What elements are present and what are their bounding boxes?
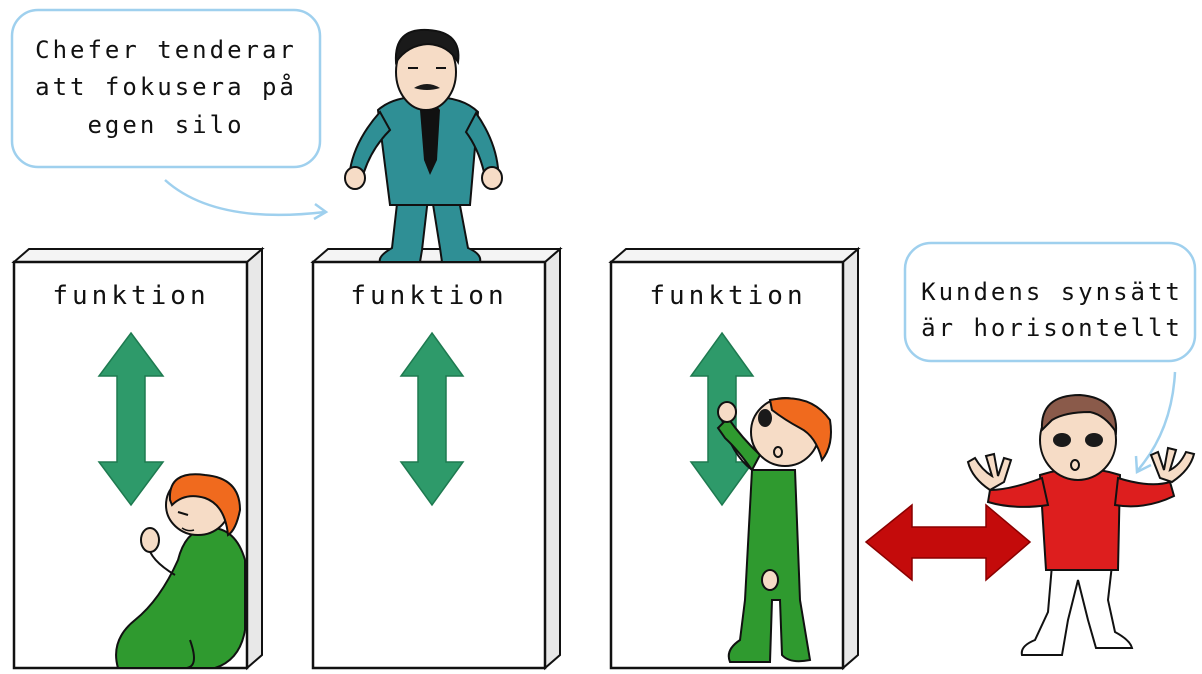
employee-sitting [115,473,246,669]
customer-figure [966,393,1196,656]
employee-standing [716,397,832,663]
manager-speech-bubble: Chefer tenderar att fokusera på egen sil… [10,8,329,221]
customer-bubble-pointer [1137,371,1177,471]
silo-3-label: funktion [649,281,806,311]
manager-bubble-line-1: Chefer tenderar [35,36,297,64]
customer-bubble-line-2: är horisontellt [921,314,1183,342]
customer-speech-bubble: Kundens synsätt är horisontellt [903,241,1197,474]
silo-2-label: funktion [350,281,507,311]
vertical-arrow-icon [399,331,465,507]
manager-bubble-line-2: att fokusera på [35,72,297,101]
manager-bubble-pointer [164,179,326,217]
manager-figure [344,28,503,263]
silo-2: funktion [310,246,563,671]
horizontal-arrow-icon [864,503,1032,582]
customer-bubble-line-1: Kundens synsätt [921,278,1183,306]
silo-1: funktion [11,246,265,671]
manager-bubble-line-3: egen silo [87,111,244,139]
silo-3: funktion [608,246,861,671]
silo-1-label: funktion [52,281,209,311]
vertical-arrow-icon [97,331,165,507]
